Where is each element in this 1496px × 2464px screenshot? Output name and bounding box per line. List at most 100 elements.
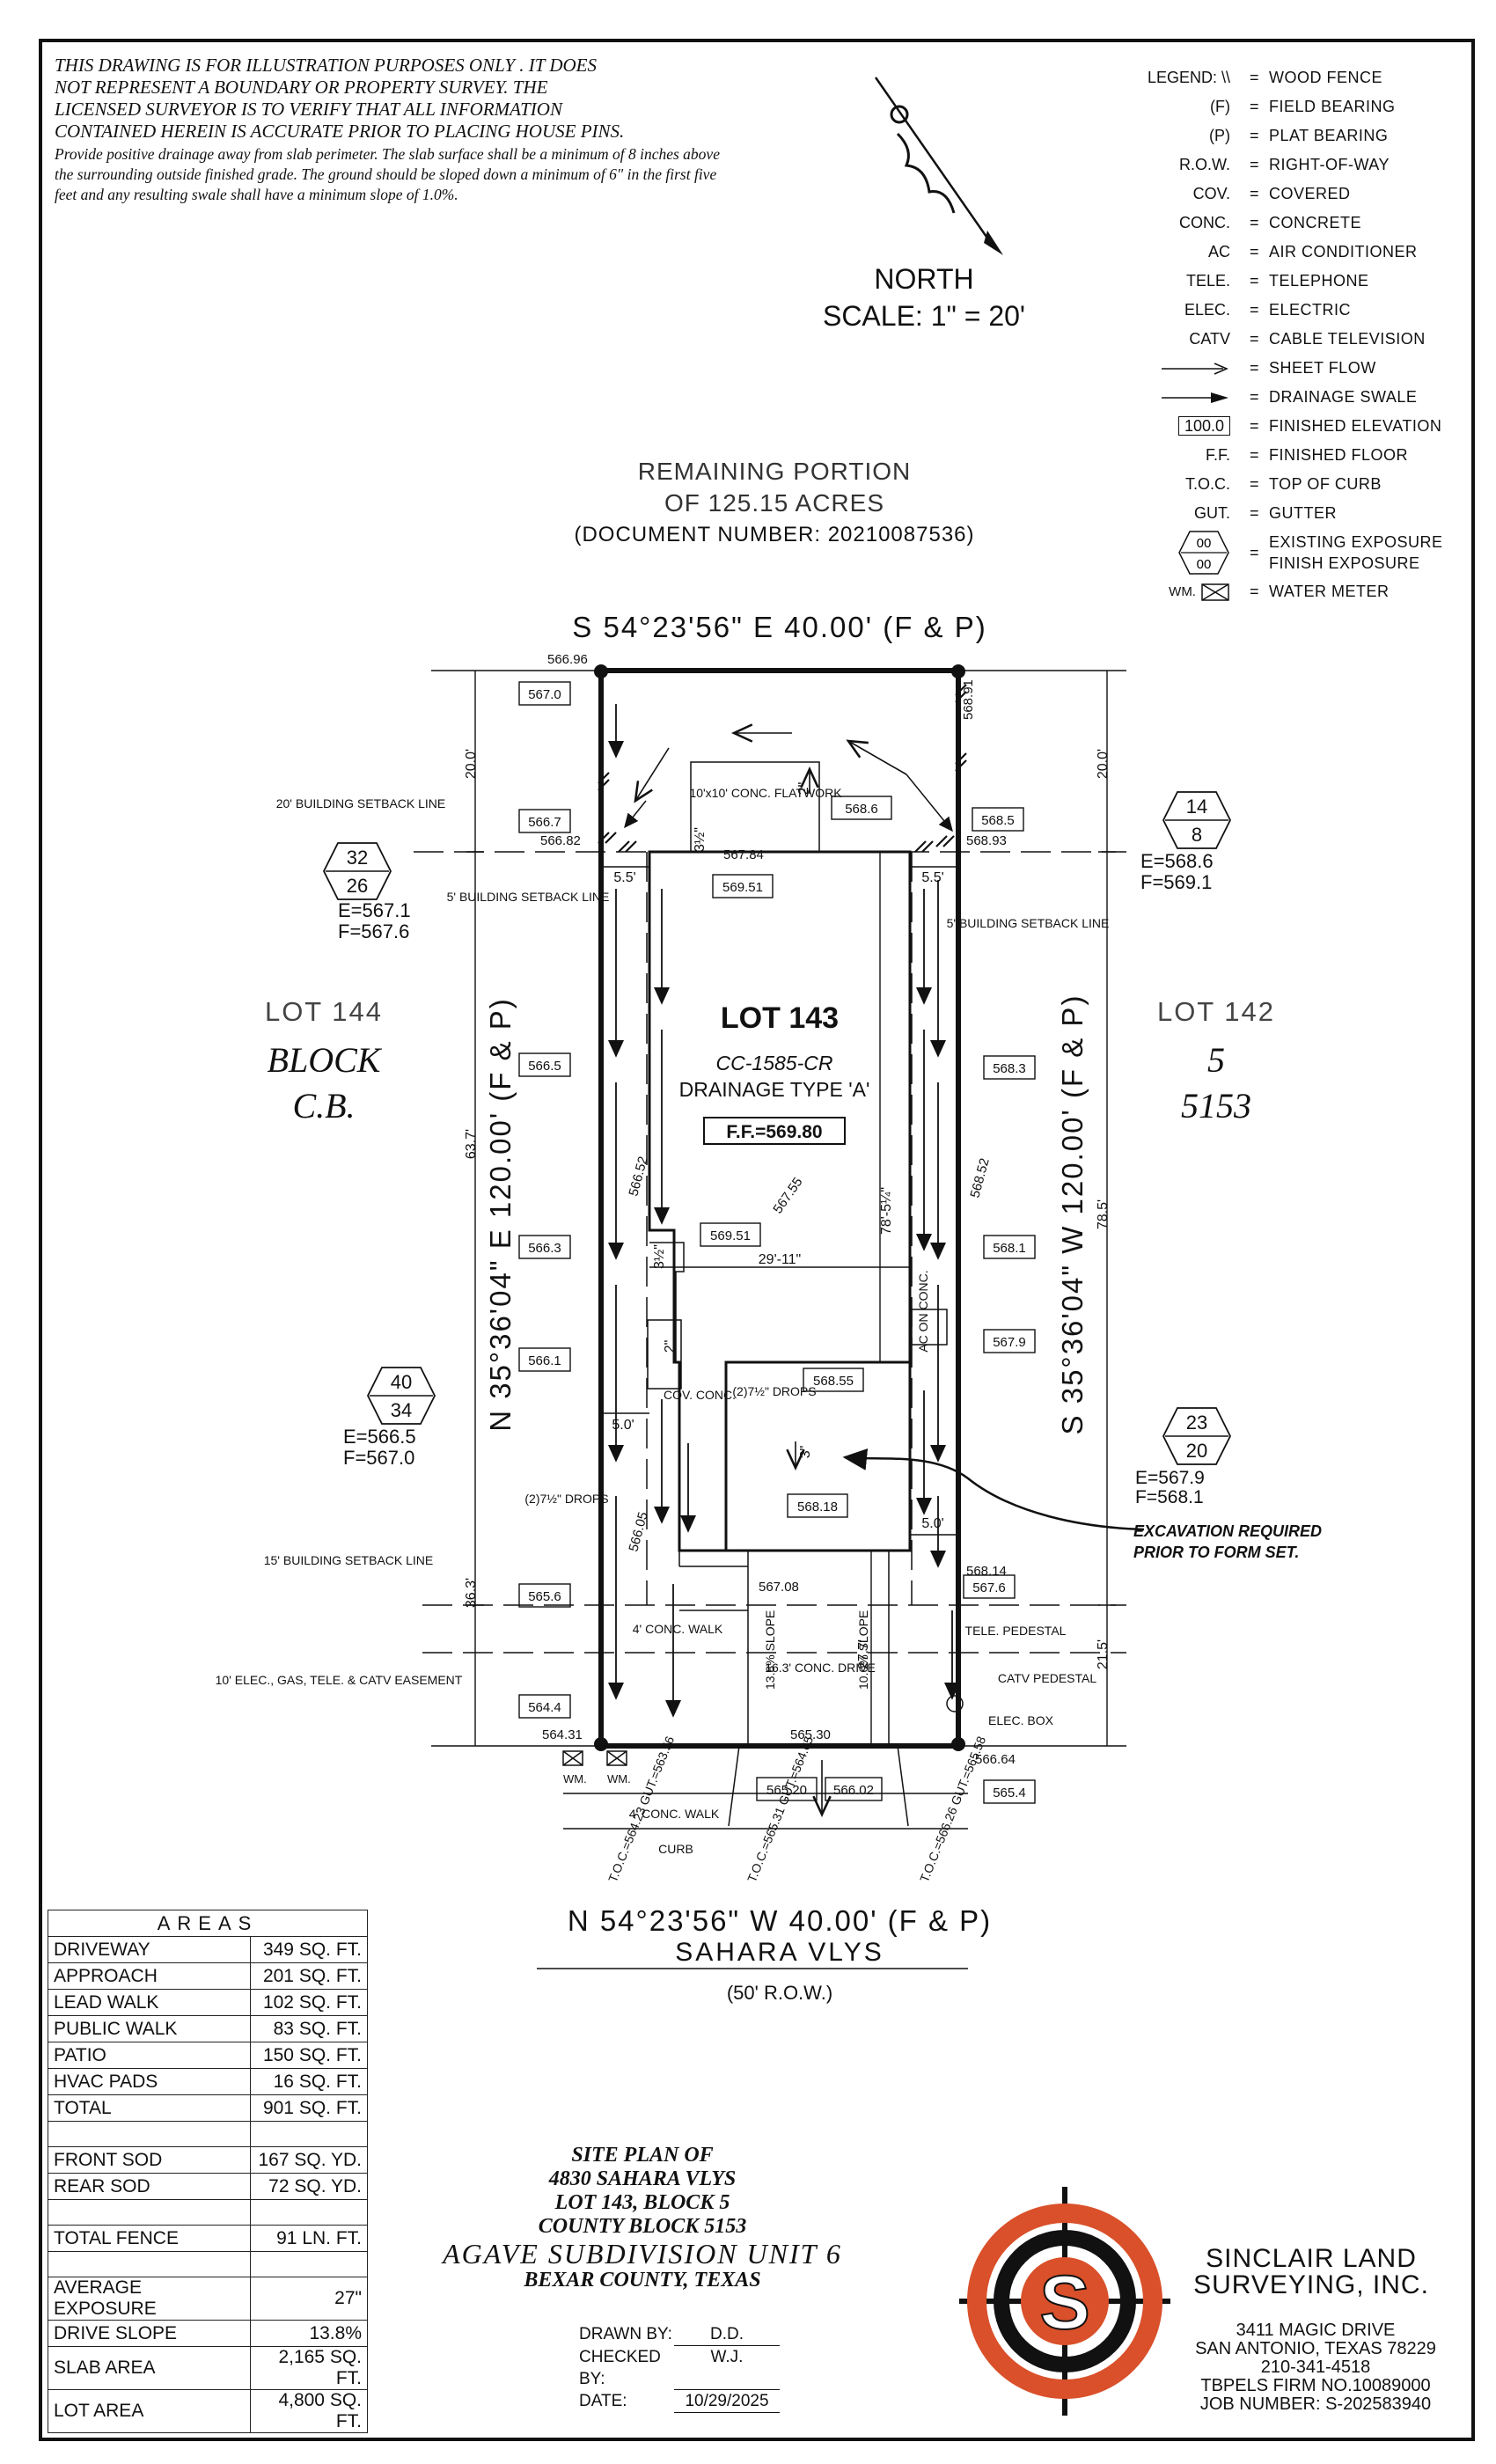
elevation-box: 568.3 — [993, 1061, 1026, 1076]
north-bearing: S 54°23'56" E 40.00' (F & P) — [572, 611, 986, 643]
legend-key: CATV — [1189, 330, 1230, 348]
legend-value: FINISHED FLOOR — [1269, 446, 1409, 464]
elevation-box: 565.20 — [766, 1783, 807, 1798]
legend-value: FINISH EXPOSURE — [1269, 554, 1420, 572]
disclaimer-line: NOT REPRESENT A BOUNDARY OR PROPERTY SUR… — [55, 77, 548, 98]
sheet-flow-arrow-icon — [1091, 359, 1250, 378]
title-line: BEXAR COUNTY, TEXAS — [524, 2269, 761, 2292]
table-row — [48, 2121, 368, 2147]
legend-row: CONC.=CONCRETE — [1091, 209, 1461, 238]
block-label: BLOCK — [268, 1040, 383, 1080]
water-meter-icon — [1201, 583, 1229, 601]
dimension: 29'-11" — [759, 1252, 801, 1267]
elevation-box: 568.18 — [797, 1500, 838, 1514]
adjacent-lot-144: LOT 144 — [265, 996, 383, 1027]
company-address: 3411 MAGIC DRIVE SAN ANTONIO, TEXAS 7822… — [1170, 2321, 1461, 2414]
finished-floor: F.F.=569.80 — [726, 1122, 822, 1142]
drops-label: (2)7½" DROPS — [524, 1492, 608, 1506]
side-setback-note: 5' BUILDING SETBACK LINE — [447, 890, 610, 904]
south-bearing: N 54°23'56" W 40.00' (F & P) — [568, 1904, 992, 1937]
covered-concrete-label: COV. CONC. — [664, 1388, 736, 1402]
street-name: SAHARA VLYS — [675, 1938, 884, 1967]
lot-label: LOT 143 — [721, 1001, 839, 1035]
legend-row: CATV=CABLE TELEVISION — [1091, 325, 1461, 354]
slope-label: 10.0% SLOPE — [856, 1610, 870, 1690]
svg-text:26: 26 — [347, 875, 368, 897]
legend-key: R.O.W. — [1179, 156, 1230, 173]
legend-value: CABLE TELEVISION — [1269, 330, 1426, 348]
svg-text:E=566.5: E=566.5 — [343, 1426, 416, 1448]
exposure-marker: 40 34 E=566.5 F=567.0 — [343, 1367, 436, 1469]
legend-value: WOOD FENCE — [1269, 69, 1382, 86]
title-line: 4830 SAHARA VLYS — [548, 2167, 737, 2190]
plan-code: CC-1585-CR — [716, 1052, 833, 1074]
dimension: 20.0' — [1096, 749, 1111, 779]
public-walk-label: 4' CONC. WALK — [629, 1807, 720, 1821]
legend-row: F.F.=FINISHED FLOOR — [1091, 441, 1461, 470]
dimension: 2" — [796, 782, 811, 796]
dimension: 5.5' — [921, 870, 943, 885]
spot-elevation: 566.82 — [540, 833, 581, 848]
exposure-marker: 23 20 E=567.9 F=568.1 — [1135, 1407, 1232, 1507]
disclaimer-line: CONTAINED HEREIN IS ACCURATE PRIOR TO PL… — [55, 121, 625, 142]
dimension: 27.7' — [856, 1639, 871, 1669]
ac-pad — [911, 1309, 948, 1346]
ac-label: AC ON CONC. — [916, 1270, 930, 1352]
spot-elevation: 567.84 — [723, 847, 764, 862]
svg-text:F=567.0: F=567.0 — [343, 1447, 414, 1469]
legend-row: R.O.W.=RIGHT-OF-WAY — [1091, 150, 1461, 180]
legend-key: (F) — [1210, 98, 1230, 115]
slope-label: 13.8% SLOPE — [763, 1610, 777, 1690]
adjacent-lot-142: LOT 142 — [1157, 996, 1275, 1027]
lot-corner-pin — [594, 664, 608, 678]
block-label: C.B. — [292, 1086, 355, 1126]
svg-text:F=567.6: F=567.6 — [338, 920, 409, 942]
svg-text:23: 23 — [1186, 1412, 1207, 1434]
legend-value: SHEET FLOW — [1269, 359, 1376, 377]
legend-title: LEGEND: \\ — [1147, 69, 1230, 86]
elevation-box: 569.51 — [710, 1228, 751, 1243]
svg-text:F=568.1: F=568.1 — [1135, 1487, 1204, 1507]
legend-row: AC=AIR CONDITIONER — [1091, 238, 1461, 267]
covered-concrete — [647, 1319, 682, 1390]
svg-text:E=568.6: E=568.6 — [1140, 850, 1214, 872]
exposure-hexagon-icon: 00 00 — [1091, 530, 1250, 576]
spot-elevation: 564.31 — [542, 1727, 583, 1742]
dimension: 36.3' — [464, 1578, 479, 1608]
scale-label: SCALE: 1" = 20' — [822, 300, 1026, 332]
drainage-swale-arrow-icon — [1091, 388, 1250, 407]
elevation-box: 567.9 — [993, 1335, 1026, 1350]
disclaimer: THIS DRAWING IS FOR ILLUSTRATION PURPOSE… — [55, 55, 732, 205]
elevation-box: 568.55 — [813, 1374, 854, 1389]
legend-key: GUT. — [1193, 504, 1230, 522]
legend-value: ELECTRIC — [1269, 301, 1352, 319]
front-setback-note: 15' BUILDING SETBACK LINE — [264, 1553, 434, 1567]
svg-text:F=569.1: F=569.1 — [1140, 871, 1212, 893]
north-arrow-icon — [874, 77, 1003, 255]
spot-elevation: 568.93 — [966, 833, 1007, 848]
elevation-box: 566.7 — [528, 815, 561, 830]
exposure-marker: 14 8 E=568.6 F=569.1 — [1140, 791, 1232, 893]
svg-text:34: 34 — [391, 1399, 412, 1421]
elevation-box: 567.0 — [528, 687, 561, 702]
table-row — [48, 2251, 368, 2277]
lot-corner-pin — [594, 1737, 608, 1751]
legend-row: =DRAINAGE SWALE — [1091, 383, 1461, 412]
legend-key: ELEC. — [1184, 301, 1230, 319]
disclaimer-line: THIS DRAWING IS FOR ILLUSTRATION PURPOSE… — [55, 55, 597, 76]
svg-text:20: 20 — [1186, 1440, 1207, 1462]
spot-elevation: 568.14 — [966, 1564, 1007, 1579]
legend-row: WM. =WATER METER — [1091, 577, 1461, 606]
spot-elevation: 565.30 — [790, 1727, 831, 1742]
remaining-line: REMAINING PORTION — [637, 458, 912, 485]
